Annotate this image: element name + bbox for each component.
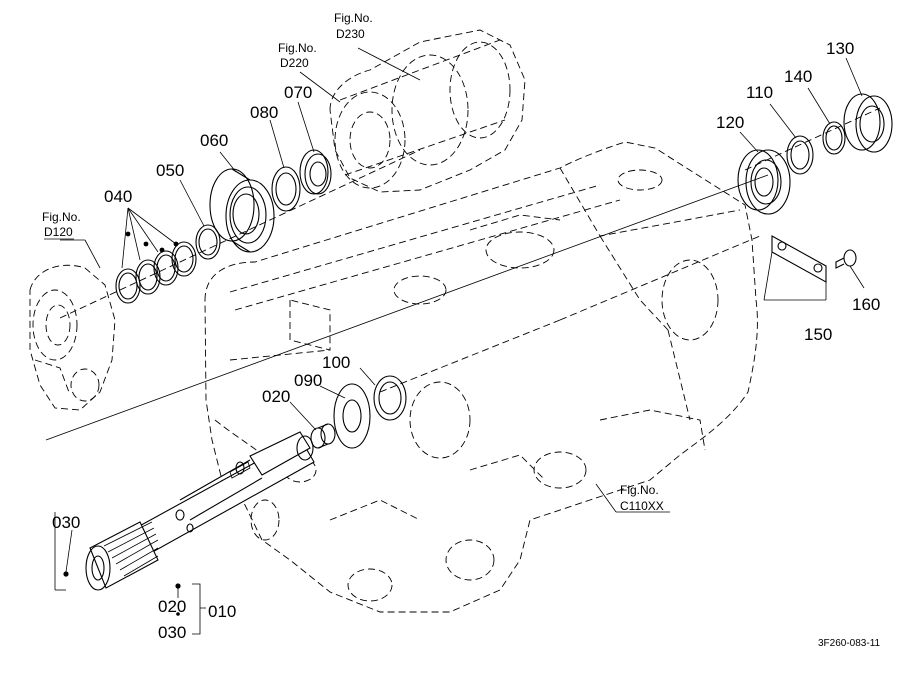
snap-ring-050 xyxy=(195,224,221,260)
clutch-drum-assembly xyxy=(329,29,526,193)
label-020-lower: 020 xyxy=(158,597,186,616)
label-100: 100 xyxy=(322,353,350,372)
thrust-washer-090 xyxy=(333,383,371,449)
drawing-code: 3F260-083-11 xyxy=(818,638,881,649)
label-120: 120 xyxy=(716,113,744,132)
leader-dot-040b xyxy=(143,241,149,247)
label-030-lower: 030 xyxy=(158,623,186,642)
plate-150 xyxy=(771,235,827,283)
label-050: 050 xyxy=(156,161,184,180)
bearing-060 xyxy=(209,168,275,253)
leader-dot-separator xyxy=(176,612,180,616)
label-130: 130 xyxy=(826,39,854,58)
leader-dot-040d xyxy=(173,241,179,247)
leader-dot-030 xyxy=(63,571,69,577)
bearing-120 xyxy=(737,149,791,215)
label-040: 040 xyxy=(104,187,132,206)
label-060: 060 xyxy=(200,131,228,150)
figref-d230-prefix: Fig.No. xyxy=(334,11,373,25)
leader-lines xyxy=(54,47,865,635)
lower-axis-segment-2 xyxy=(559,235,761,321)
seal-130 xyxy=(843,93,893,153)
label-010: 010 xyxy=(208,602,236,621)
figref-c110-prefix: Fig.No. xyxy=(620,483,659,497)
shim-080 xyxy=(271,166,301,212)
front-cover-d120 xyxy=(29,264,116,411)
spacer-100 xyxy=(373,375,407,421)
label-090: 090 xyxy=(294,371,322,390)
bolt-160 xyxy=(835,249,857,269)
figref-d230-code: D230 xyxy=(336,27,365,41)
label-110: 110 xyxy=(746,83,773,102)
lower-axis-segment xyxy=(379,319,561,393)
label-140: 140 xyxy=(784,67,812,86)
transmission-housing xyxy=(204,141,758,613)
label-080: 080 xyxy=(250,103,278,122)
section-boundary-line xyxy=(45,174,769,441)
figref-d230: Fig.No. D230 xyxy=(334,11,373,41)
label-150: 150 xyxy=(804,325,832,344)
figref-d220-prefix: Fig.No. xyxy=(278,41,317,55)
figref-d120: Fig.No. D120 xyxy=(42,210,81,240)
label-160: 160 xyxy=(852,295,880,314)
label-020-upper: 020 xyxy=(262,387,290,406)
snap-rings-040 xyxy=(115,241,197,304)
leader-dot-040c xyxy=(159,247,165,253)
collar-020 xyxy=(310,423,336,449)
leader-dot-020 xyxy=(175,583,181,589)
ring-110 xyxy=(786,135,814,175)
label-070: 070 xyxy=(284,83,312,102)
figref-d120-code: D120 xyxy=(44,225,73,239)
figref-d120-prefix: Fig.No. xyxy=(42,210,81,224)
upper-shaft-axis xyxy=(59,149,421,319)
figref-c110-code: C110XX xyxy=(620,499,664,513)
main-shaft-010 xyxy=(85,431,315,591)
figref-d220-code: D220 xyxy=(280,56,309,70)
figref-c110: Fig.No. C110XX xyxy=(620,483,664,513)
figref-d220: Fig.No. D220 xyxy=(278,41,317,70)
seal-070 xyxy=(299,149,332,195)
label-030-upper: 030 xyxy=(52,513,80,532)
leader-dot-040a xyxy=(125,231,131,237)
snap-ring-140 xyxy=(822,121,846,155)
